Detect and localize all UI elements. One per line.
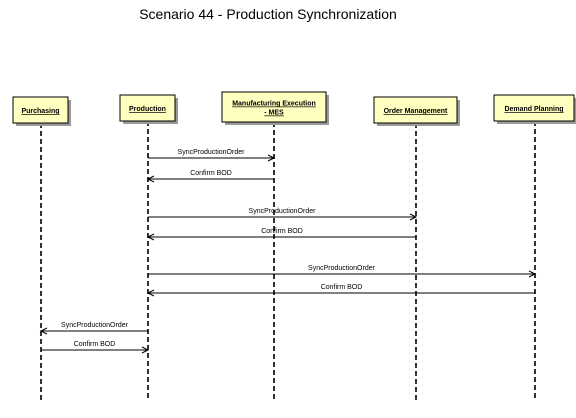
- message-arrowhead-3: [146, 233, 155, 241]
- message-label-7: Confirm BOD: [74, 341, 116, 348]
- participant-name-production: Production: [129, 106, 166, 113]
- message-arrowhead-1: [146, 175, 155, 183]
- diagram-title: Scenario 44 - Production Synchronization: [139, 6, 397, 22]
- participant-name-order-management: Order Management: [384, 108, 448, 115]
- participant-name-purchasing: Purchasing: [21, 108, 59, 115]
- message-label-6: SyncProductionOrder: [61, 322, 129, 329]
- message-label-2: SyncProductionOrder: [249, 208, 317, 215]
- message-arrowhead-7: [141, 346, 150, 354]
- message-arrowhead-5: [146, 289, 155, 297]
- message-label-3: Confirm BOD: [261, 228, 303, 235]
- message-label-1: Confirm BOD: [190, 170, 232, 177]
- participant-box-production: [119, 94, 176, 122]
- message-arrowhead-0: [267, 154, 276, 162]
- participant-box-order-management: [373, 96, 458, 124]
- message-label-0: SyncProductionOrder: [178, 149, 246, 156]
- participant-box-demand-planning: [493, 94, 575, 122]
- participant-box-purchasing: [12, 96, 69, 124]
- participant-name-mes: Manufacturing Execution: [232, 101, 316, 108]
- message-label-5: Confirm BOD: [321, 284, 363, 291]
- participant-name-mes: - MES: [264, 110, 284, 117]
- message-arrowhead-6: [39, 327, 48, 335]
- message-arrowhead-2: [409, 213, 418, 221]
- participant-box-mes: [221, 91, 327, 123]
- message-arrowhead-4: [528, 270, 537, 278]
- message-label-4: SyncProductionOrder: [308, 265, 376, 272]
- participant-name-demand-planning: Demand Planning: [504, 106, 563, 113]
